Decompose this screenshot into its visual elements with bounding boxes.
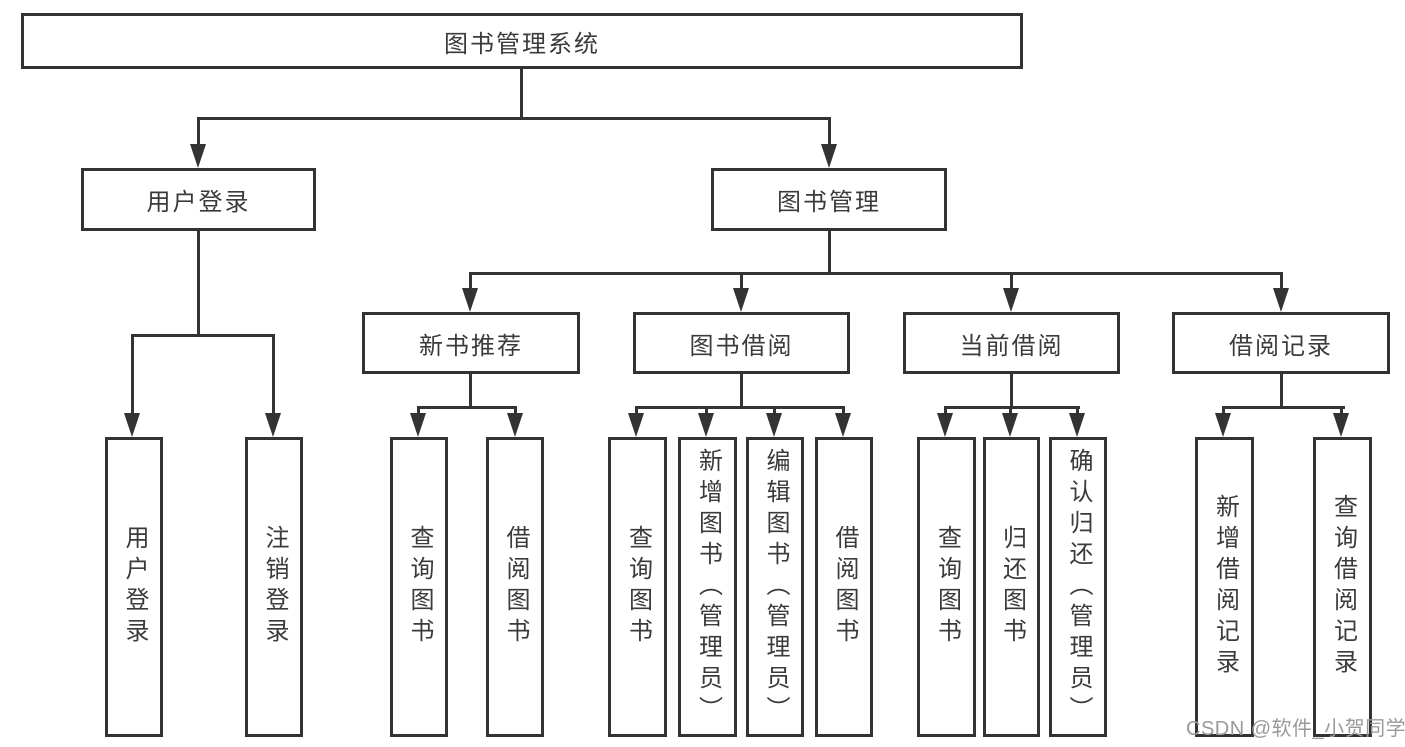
node-label: 编辑图书（管理员）	[762, 447, 789, 727]
connector-line	[272, 334, 275, 415]
connector-line	[828, 231, 831, 275]
node-borrow-records: 借阅记录	[1172, 312, 1390, 374]
arrowhead-icon	[1215, 413, 1231, 437]
leaf-current-confirm-return-admin: 确认归还（管理员）	[1049, 437, 1107, 737]
connector-line	[469, 373, 472, 409]
node-new-book-recommend: 新书推荐	[362, 312, 580, 374]
leaf-logout: 注销登录	[245, 437, 303, 737]
connector-line	[131, 334, 275, 337]
arrowhead-icon	[733, 288, 749, 312]
node-label: 图书借阅	[689, 332, 794, 360]
connector-line	[944, 406, 1080, 409]
connector-line	[773, 406, 776, 416]
node-label: 查询借阅记录	[1329, 494, 1357, 680]
arrowhead-icon	[190, 144, 206, 168]
connector-line	[1009, 406, 1012, 416]
connector-line	[469, 272, 472, 290]
leaf-borrow-query-book: 查询图书	[608, 437, 667, 737]
arrowhead-icon	[124, 413, 140, 437]
leaf-current-query-book: 查询图书	[917, 437, 976, 737]
connector-line	[417, 406, 420, 416]
node-label: 查询图书	[624, 525, 652, 649]
node-book-borrow: 图书借阅	[633, 312, 850, 374]
leaf-recommend-query-book: 查询图书	[390, 437, 448, 737]
leaf-current-return-book: 归还图书	[983, 437, 1040, 737]
node-label: 借阅记录	[1229, 332, 1333, 360]
node-label: 借阅图书	[502, 525, 529, 649]
connector-line	[1340, 406, 1343, 416]
arrowhead-icon	[1333, 413, 1349, 437]
node-label: 归还图书	[998, 525, 1026, 649]
node-label: 借阅图书	[831, 525, 858, 649]
node-root: 图书管理系统	[21, 13, 1023, 69]
connector-line	[635, 406, 638, 416]
connector-line	[1010, 373, 1013, 409]
leaf-borrow-add-book-admin: 新增图书（管理员）	[678, 437, 737, 737]
node-book-management: 图书管理	[711, 168, 947, 231]
leaf-borrow-edit-book-admin: 编辑图书（管理员）	[746, 437, 804, 737]
arrowhead-icon	[1273, 288, 1289, 312]
connector-line	[740, 373, 743, 409]
node-label: 用户登录	[146, 189, 251, 216]
node-label: 新增借阅记录	[1211, 494, 1239, 680]
arrowhead-icon	[265, 413, 281, 437]
leaf-record-query: 查询借阅记录	[1313, 437, 1372, 737]
connector-line	[1076, 406, 1079, 416]
node-user-login: 用户登录	[81, 168, 316, 231]
connector-line	[635, 406, 845, 409]
node-label: 图书管理	[777, 189, 881, 216]
connector-line	[828, 117, 831, 147]
connector-line	[514, 406, 517, 416]
leaf-user-login: 用户登录	[105, 437, 163, 737]
arrowhead-icon	[835, 413, 851, 437]
node-label: 注销登录	[261, 525, 288, 649]
arrowhead-icon	[821, 144, 837, 168]
node-label: 新书推荐	[419, 332, 523, 360]
connector-line	[740, 272, 743, 290]
connector-line	[131, 334, 134, 415]
arrowhead-icon	[1003, 288, 1019, 312]
node-label: 当前借阅	[959, 332, 1064, 360]
arrowhead-icon	[698, 413, 714, 437]
connector-line	[1010, 272, 1013, 290]
arrowhead-icon	[462, 288, 478, 312]
arrowhead-icon	[766, 413, 782, 437]
arrowhead-icon	[410, 413, 426, 437]
connector-line	[705, 406, 708, 416]
node-label: 图书管理系统	[444, 30, 600, 58]
connector-line	[197, 117, 831, 120]
connector-line	[1222, 406, 1225, 416]
node-current-borrow: 当前借阅	[903, 312, 1120, 374]
connector-line	[520, 69, 523, 117]
connector-line	[1280, 373, 1283, 409]
arrowhead-icon	[1069, 413, 1085, 437]
connector-line	[1222, 406, 1345, 409]
connector-line	[1280, 272, 1283, 290]
leaf-record-add: 新增借阅记录	[1195, 437, 1254, 737]
arrowhead-icon	[628, 413, 644, 437]
node-label: 查询图书	[933, 525, 961, 649]
node-label: 查询图书	[406, 525, 433, 649]
connector-line	[944, 406, 947, 416]
connector-line	[197, 117, 200, 147]
arrowhead-icon	[1002, 413, 1018, 437]
leaf-borrow-borrow-book: 借阅图书	[815, 437, 873, 737]
connector-line	[469, 272, 1283, 275]
leaf-recommend-borrow-book: 借阅图书	[486, 437, 544, 737]
connector-line	[842, 406, 845, 416]
connector-line	[417, 406, 517, 409]
node-label: 新增图书（管理员）	[694, 447, 722, 727]
arrowhead-icon	[507, 413, 523, 437]
node-label: 用户登录	[121, 525, 148, 649]
node-label: 确认归还（管理员）	[1065, 447, 1092, 727]
csdn-watermark: CSDN @软件_小贺同学	[1186, 718, 1405, 740]
arrowhead-icon	[937, 413, 953, 437]
connector-line	[197, 231, 200, 337]
